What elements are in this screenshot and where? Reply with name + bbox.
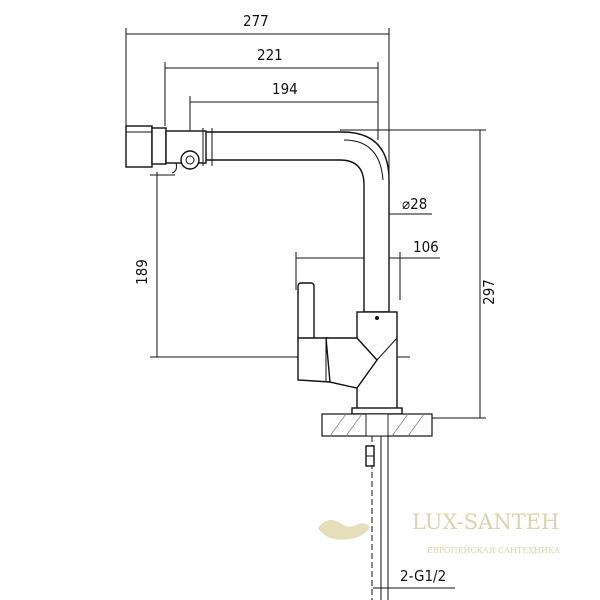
dim-189-label: 189 xyxy=(133,259,151,285)
dim-106-label: 106 xyxy=(413,238,439,256)
thread-callout: 2-G1/2 xyxy=(373,567,455,589)
dim-221-label: 221 xyxy=(257,46,283,64)
watermark: LUX-SANTEH ЕВРОПЕЙСКАЯ САНТЕХНИКА xyxy=(318,510,560,555)
supply-hoses xyxy=(365,436,389,600)
base-flange xyxy=(351,407,403,415)
countertop xyxy=(321,413,433,437)
dim-277-label: 277 xyxy=(243,12,269,30)
spray-head xyxy=(125,125,213,174)
watermark-tagline: ЕВРОПЕЙСКАЯ САНТЕХНИКА xyxy=(427,546,560,555)
faucet xyxy=(125,125,403,415)
thread-label: 2-G1/2 xyxy=(400,567,446,585)
dim-28-label: ⌀28 xyxy=(402,195,427,213)
watermark-brand: LUX-SANTEH xyxy=(412,510,559,534)
dim-194-label: 194 xyxy=(272,80,298,98)
dim-297-label: 297 xyxy=(480,279,498,305)
lever-handle xyxy=(297,282,398,389)
watermark-swan-logo xyxy=(318,519,370,540)
dimension-297: 297 xyxy=(340,129,498,419)
dimension-221: 221 xyxy=(164,46,379,140)
